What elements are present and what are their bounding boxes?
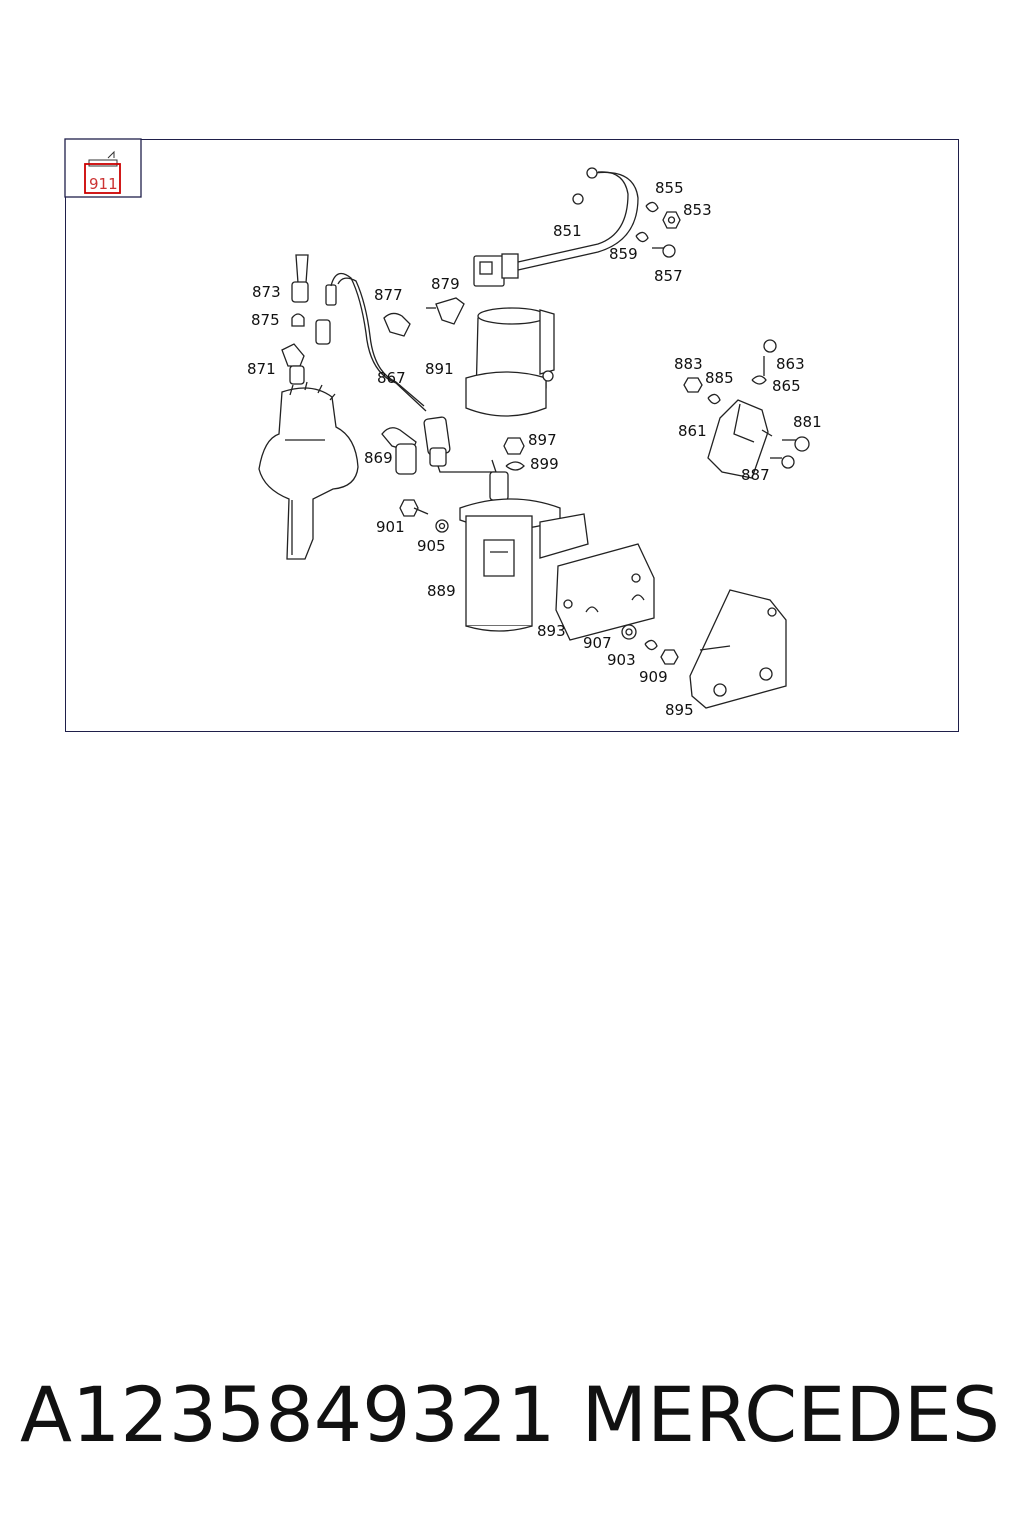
callout-885: 885 bbox=[705, 369, 734, 387]
hardware-left-middle bbox=[399, 499, 449, 533]
callout-857: 857 bbox=[654, 267, 683, 285]
group-code: 911 bbox=[89, 175, 118, 193]
callout-labels: 851 853 855 857 859 861 863 865 867 869 … bbox=[247, 179, 822, 719]
ignition-lead-drawing bbox=[315, 272, 497, 473]
callout-905: 905 bbox=[417, 537, 446, 555]
callout-877: 877 bbox=[374, 286, 403, 304]
callout-859: 859 bbox=[609, 245, 638, 263]
callout-855: 855 bbox=[655, 179, 684, 197]
callout-895: 895 bbox=[665, 701, 694, 719]
callout-903: 903 bbox=[607, 651, 636, 669]
callout-889: 889 bbox=[427, 582, 456, 600]
callout-871: 871 bbox=[247, 360, 276, 378]
group-index-box: 911 bbox=[64, 138, 142, 198]
callout-875: 875 bbox=[251, 311, 280, 329]
distributor-drawing bbox=[258, 381, 359, 560]
footer-caption: A1235849321 MERCEDES bbox=[0, 1370, 1024, 1470]
cable-harness-drawing bbox=[473, 167, 639, 287]
connector-parts bbox=[281, 254, 309, 385]
callout-887: 887 bbox=[741, 466, 770, 484]
callout-873: 873 bbox=[252, 283, 281, 301]
callout-907: 907 bbox=[583, 634, 612, 652]
module-891-drawing bbox=[465, 307, 555, 417]
callout-853: 853 bbox=[683, 201, 712, 219]
clip-parts bbox=[383, 297, 465, 337]
bracket-893-drawing bbox=[555, 543, 655, 641]
callout-863: 863 bbox=[776, 355, 805, 373]
hardware-top-right bbox=[635, 201, 681, 258]
plug-boot-drawing bbox=[381, 427, 417, 475]
hardware-bottom-middle bbox=[621, 624, 679, 665]
brand-name: MERCEDES bbox=[581, 1370, 1000, 1459]
callout-861: 861 bbox=[678, 422, 707, 440]
callout-851: 851 bbox=[553, 222, 582, 240]
ignition-coil-drawing bbox=[459, 437, 589, 632]
callout-869: 869 bbox=[364, 449, 393, 467]
callout-891: 891 bbox=[425, 360, 454, 378]
callout-893: 893 bbox=[537, 622, 566, 640]
diagram-frame bbox=[65, 139, 959, 732]
group-code-highlight bbox=[84, 163, 121, 194]
callout-881: 881 bbox=[793, 413, 822, 431]
callout-897: 897 bbox=[528, 431, 557, 449]
callout-909: 909 bbox=[639, 668, 668, 686]
callout-883: 883 bbox=[674, 355, 703, 373]
callout-879: 879 bbox=[431, 275, 460, 293]
part-number: A1235849321 bbox=[20, 1370, 556, 1459]
callout-901: 901 bbox=[376, 518, 405, 536]
callout-865: 865 bbox=[772, 377, 801, 395]
callout-867: 867 bbox=[377, 369, 406, 387]
bracket-895-drawing bbox=[689, 589, 787, 709]
callout-899: 899 bbox=[530, 455, 559, 473]
module-861-drawing bbox=[683, 339, 810, 479]
